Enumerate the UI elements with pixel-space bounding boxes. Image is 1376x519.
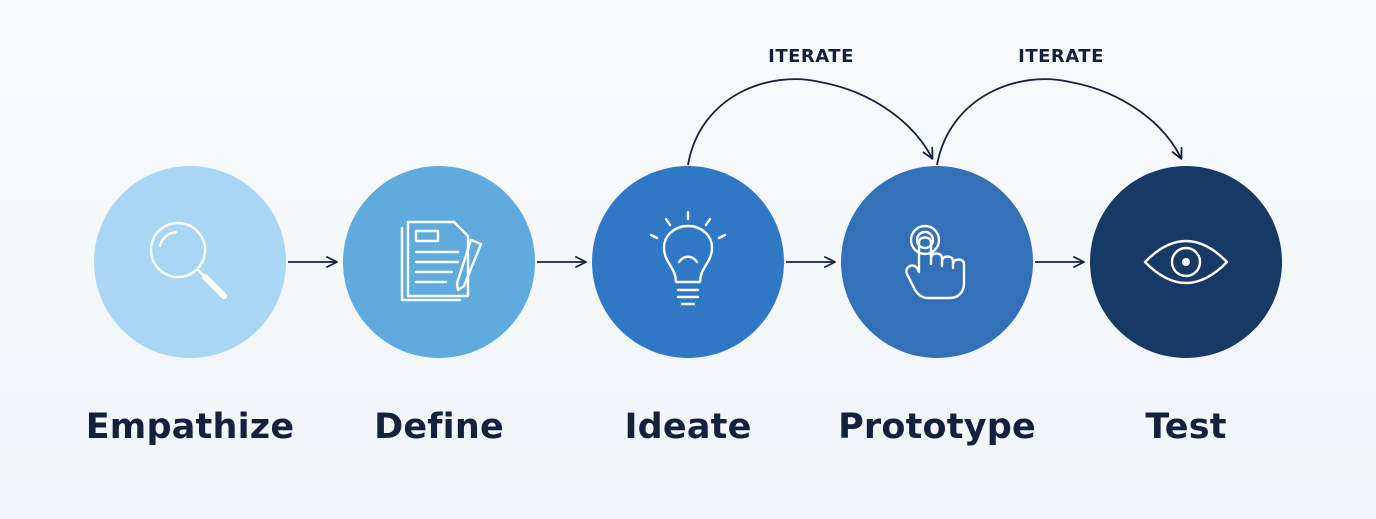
- document-pencil-icon: [400, 220, 483, 302]
- ideate-circle: [592, 166, 784, 358]
- empathize-circle: [94, 166, 286, 358]
- lightbulb-icon: [649, 210, 727, 306]
- iterate-label: ITERATE: [1018, 46, 1104, 67]
- iterate-label: ITERATE: [768, 46, 854, 67]
- stage-label-prototype: Prototype: [838, 407, 1036, 447]
- eye-icon: [1143, 239, 1229, 285]
- prototype-circle: [841, 166, 1033, 358]
- stage-label-define: Define: [374, 407, 504, 447]
- stage-label-empathize: Empathize: [85, 407, 295, 447]
- touch-hand-icon: [905, 224, 966, 300]
- iterate-arc-ideate-prototype: [687, 78, 934, 166]
- stage-label-test: Test: [1145, 407, 1227, 447]
- iterate-arc-prototype-test: [936, 78, 1183, 166]
- magnifier-icon: [149, 221, 227, 299]
- stage-label-ideate: Ideate: [624, 407, 752, 447]
